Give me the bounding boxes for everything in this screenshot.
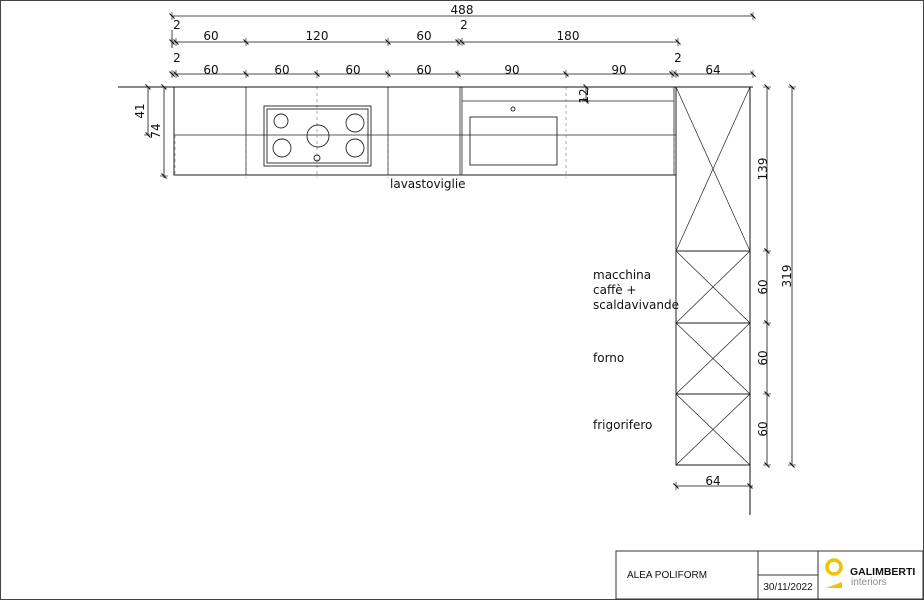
tall-cabinet-column bbox=[675, 86, 751, 466]
wall-line bbox=[118, 86, 753, 515]
label-coffee-line1: macchina bbox=[593, 268, 651, 282]
dimension-right-sections bbox=[762, 83, 797, 469]
dim-tall-section-1: 139 bbox=[756, 158, 770, 181]
label-coffee-line2: caffè + bbox=[593, 283, 636, 297]
dim-tall-section-2: 60 bbox=[756, 279, 770, 294]
dim-row-gap-right: 2 bbox=[674, 51, 682, 65]
dimension-row-cabinets bbox=[168, 69, 757, 79]
dim-cab-1: 60 bbox=[203, 63, 218, 77]
project-name: ALEA POLIFORM bbox=[627, 570, 707, 581]
dim-tall-total: 319 bbox=[780, 265, 794, 288]
dim-gap-left-top: 2 bbox=[173, 18, 181, 32]
dim-tall-depth-top: 64 bbox=[705, 63, 720, 77]
dim-mid-120: 120 bbox=[306, 29, 329, 43]
dimension-tall-depth-bottom bbox=[672, 481, 754, 491]
dim-tall-depth-bottom: 64 bbox=[705, 474, 720, 488]
dim-mid-gap: 2 bbox=[460, 18, 468, 32]
dim-mid-60-left: 60 bbox=[203, 29, 218, 43]
dim-row-gap-left: 2 bbox=[173, 51, 181, 65]
dim-cab-3: 60 bbox=[345, 63, 360, 77]
dim-mid-60-right: 60 bbox=[416, 29, 431, 43]
dimension-sink-offset bbox=[581, 83, 591, 105]
brand-name: GALIMBERTI bbox=[850, 566, 915, 578]
label-dishwasher: lavastoviglie bbox=[390, 177, 466, 191]
title-block bbox=[615, 550, 924, 600]
galimberti-logo-icon bbox=[825, 558, 843, 588]
drawing-date: 30/11/2022 bbox=[763, 582, 813, 593]
cabinet-run bbox=[173, 86, 677, 178]
dimension-row-mid bbox=[168, 30, 682, 48]
dim-total-height: 74 bbox=[149, 123, 163, 138]
dim-cab-4: 60 bbox=[416, 63, 431, 77]
cooktop bbox=[263, 105, 372, 167]
dim-cab-2: 60 bbox=[274, 63, 289, 77]
sink bbox=[469, 106, 558, 166]
dim-sink-offset: 12 bbox=[577, 88, 591, 103]
label-fridge: frigorifero bbox=[593, 418, 652, 432]
dim-tall-section-3: 60 bbox=[756, 350, 770, 365]
dimension-left-heights bbox=[118, 83, 175, 180]
dim-cab-5: 90 bbox=[504, 63, 519, 77]
brand-subtitle: interiors bbox=[851, 577, 887, 588]
dim-upper-height: 41 bbox=[133, 103, 147, 118]
label-oven: forno bbox=[593, 351, 624, 365]
dim-mid-180: 180 bbox=[557, 29, 580, 43]
dim-tall-section-4: 60 bbox=[756, 421, 770, 436]
label-coffee-line3: scaldavivande bbox=[593, 298, 679, 312]
dim-cab-6: 90 bbox=[611, 63, 626, 77]
dimension-overall-width bbox=[168, 11, 757, 21]
dim-overall-width: 488 bbox=[451, 3, 474, 17]
